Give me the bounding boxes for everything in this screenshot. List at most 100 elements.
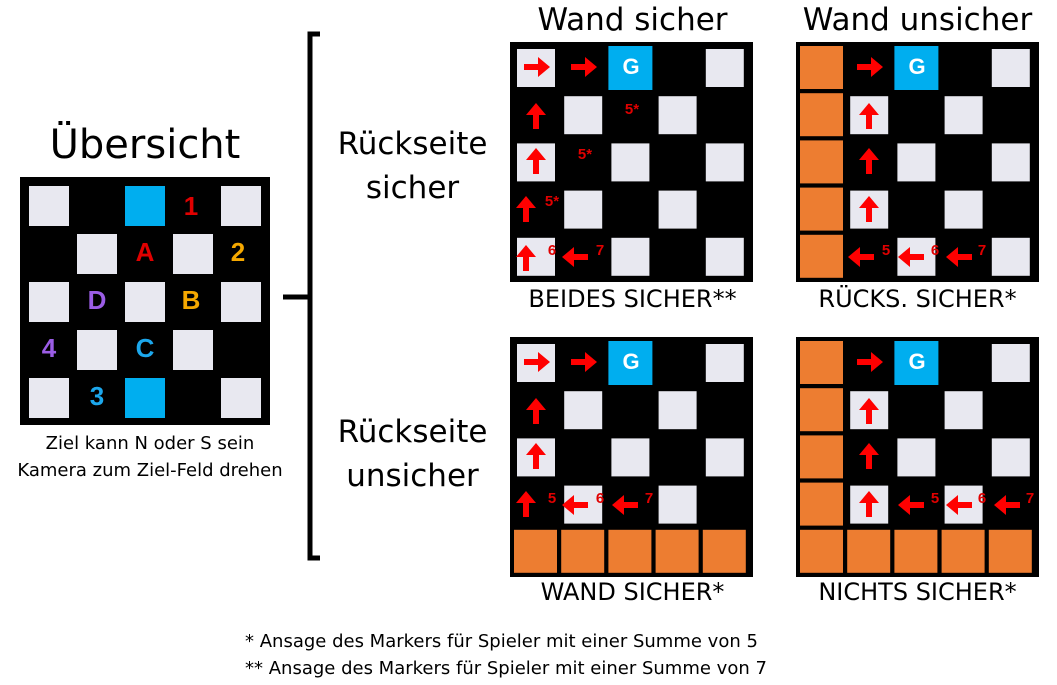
board-cell [77,330,117,370]
board-cell [29,186,69,226]
overview-board: 1 2 A D B 4 C 3 [20,177,270,425]
hazard-cell [800,234,843,278]
step-label: 6 [978,490,986,507]
step-label: 7 [1026,490,1034,507]
row-header-back-safe: Rückseite sicher [320,122,505,210]
arrow-up-icon [859,196,879,222]
board-cell [991,237,1030,276]
hint-line-1: Ziel kann N oder S sein [45,433,255,454]
arrow-up-icon [526,103,546,129]
board-cell [705,237,744,276]
board-cell [944,190,983,229]
board-wall-safe: G 5 6 7 [510,337,753,577]
row-header-back-safe-line2: sicher [365,170,460,206]
row-header-back-unsafe-line2: unsicher [346,458,479,494]
hazard-cell [800,482,843,526]
arrow-up-icon [516,196,536,222]
board-cell [991,438,1030,477]
goal-cell [894,46,939,90]
step-label: 6 [548,242,556,259]
marker-3: 3 [90,381,104,411]
arrow-left-icon [562,247,588,267]
footnote-one-star: * Ansage des Markers für Spieler mit ein… [245,631,758,652]
board-cell [897,438,936,477]
goal-label: G [622,54,639,79]
caption-both-safe: BEIDES SICHER** [528,285,737,313]
hazard-cell [800,46,843,89]
arrow-up-icon [859,398,879,424]
board-cell [705,438,744,477]
hazard-cell [847,529,891,573]
arrow-up-icon [859,103,879,129]
board-cell [991,344,1030,382]
arrow-up-icon [859,491,879,517]
marker-1: 1 [184,191,198,221]
board-cell [991,49,1030,87]
hint-line-2: Kamera zum Ziel-Feld drehen [17,460,283,481]
marker-a: A [136,237,155,267]
board-cell [29,378,69,418]
arrow-up-icon [516,491,536,517]
board-cell [173,234,213,274]
hazard-cell [988,529,1032,573]
board-cell [705,49,744,87]
marker-b: B [182,285,201,315]
arrow-right-icon [524,352,550,372]
step-label: 6 [596,490,604,507]
step-label: 5 [931,490,939,507]
board-cell [221,282,261,322]
board-cell [564,190,603,229]
arrow-right-icon [571,352,597,372]
hazard-cell [514,529,557,573]
arrow-up-icon [859,148,879,174]
path-arrows [857,352,1020,517]
goal-label: G [908,54,925,79]
board-back-safe: G 5 6 7 [796,42,1039,282]
board-cell [897,143,936,182]
board-cell [658,485,697,524]
row-header-back-safe-line1: Rückseite [337,126,488,162]
hazard-cell [800,187,843,231]
arrow-left-icon [946,247,972,267]
board-cell [221,378,261,418]
marker-2: 2 [231,237,245,267]
hazard-cell [800,435,843,479]
marker-c: C [136,333,155,363]
goal-cell [608,46,653,90]
goal-cell [608,341,653,385]
hazard-cell [608,529,652,573]
board-nothing-safe: G 5 6 7 [796,337,1039,577]
step-label: 5* [625,101,639,118]
hazard-cell [800,341,843,384]
arrow-right-icon [571,57,597,77]
overview-title: Übersicht [49,122,241,168]
board-cell [611,237,650,276]
arrow-left-icon [612,495,638,515]
hazard-cell [800,93,843,137]
caption-back-safe: RÜCKS. SICHER* [818,285,1017,313]
board-cell [564,391,603,430]
arrow-up-icon [526,148,546,174]
caption-wall-safe: WAND SICHER* [540,578,725,606]
board-cell [705,143,744,182]
board-cell [658,96,697,135]
board-cell [221,186,261,226]
hazard-cell [655,529,699,573]
board-cell [705,344,744,382]
step-label: 5 [548,490,556,507]
arrow-left-icon [994,495,1020,515]
hazard-cell [800,529,843,573]
board-cell [658,391,697,430]
hazard-cell [941,529,985,573]
board-cell [611,143,650,182]
hazard-cell [702,529,746,573]
marker-d: D [88,285,107,315]
step-label: 5* [578,146,592,163]
board-cell [77,234,117,274]
goal-label: G [908,349,925,374]
path-arrows [516,57,597,271]
arrow-left-icon [848,247,874,267]
arrow-left-icon [562,495,588,515]
caption-nothing-safe: NICHTS SICHER* [818,578,1017,606]
arrow-right-icon [857,57,883,77]
